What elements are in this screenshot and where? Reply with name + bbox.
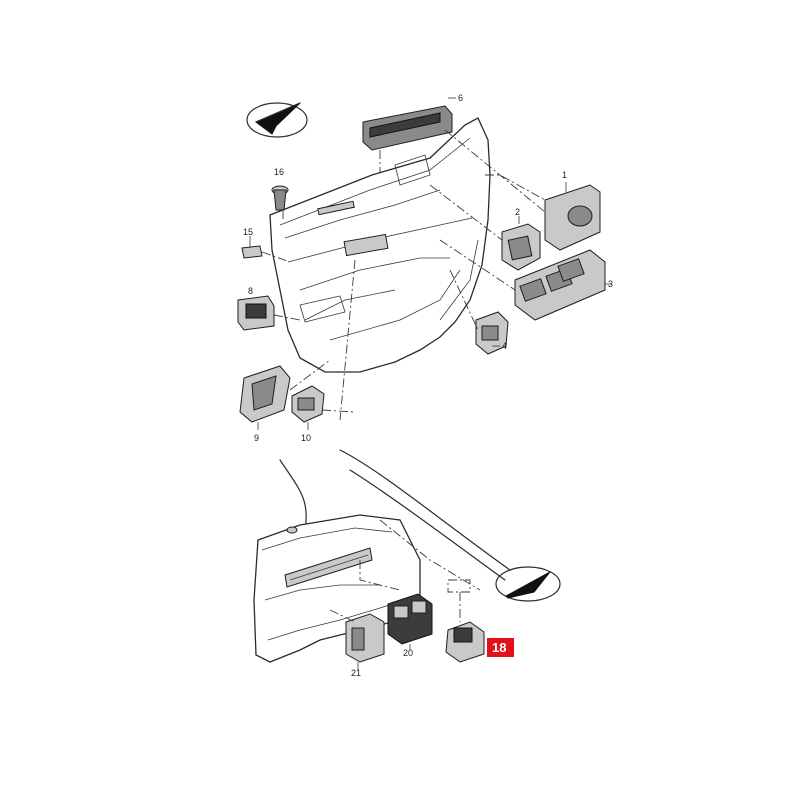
callout-6: 6 <box>458 93 463 103</box>
callout-3: 3 <box>608 279 613 289</box>
part-4-switch <box>475 311 509 355</box>
callout-1: 1 <box>562 170 567 180</box>
part-2-switch <box>501 216 541 271</box>
callout-16: 16 <box>274 167 284 177</box>
highlight-badge-background <box>487 638 514 657</box>
part-18-switch <box>445 621 485 663</box>
part-1-mirror-switch <box>544 182 601 251</box>
part-15-clip <box>241 236 263 259</box>
callout-2: 2 <box>515 207 520 217</box>
callout-21: 21 <box>351 668 361 678</box>
compass-arrow-icon <box>495 566 561 602</box>
callout-10: 10 <box>301 433 311 443</box>
leader-lines-lower <box>329 519 481 623</box>
part-21-switch <box>345 613 385 670</box>
callout-8: 8 <box>248 286 253 296</box>
callout-15: 15 <box>243 227 253 237</box>
part-20-switch <box>387 593 433 650</box>
callout-20: 20 <box>403 648 413 658</box>
callout-4: 4 <box>502 341 507 351</box>
callout-18: 18 <box>492 640 506 655</box>
part-10-switch <box>291 385 325 430</box>
highlight-badge-18: 18 <box>487 638 514 657</box>
leader-lines-upper <box>261 129 546 421</box>
part-16-clip <box>271 185 289 211</box>
compass-arrow-icon <box>246 102 308 138</box>
part-3-window-switch <box>514 249 612 321</box>
callout-9: 9 <box>254 433 259 443</box>
part-6-switch-strip <box>362 97 456 151</box>
door-trim-panel <box>269 117 491 373</box>
callout-labels: 6 1 2 3 4 16 15 8 9 10 20 21 <box>243 93 613 678</box>
part-8-switch <box>237 295 275 331</box>
part-9-handle-housing <box>239 365 291 430</box>
